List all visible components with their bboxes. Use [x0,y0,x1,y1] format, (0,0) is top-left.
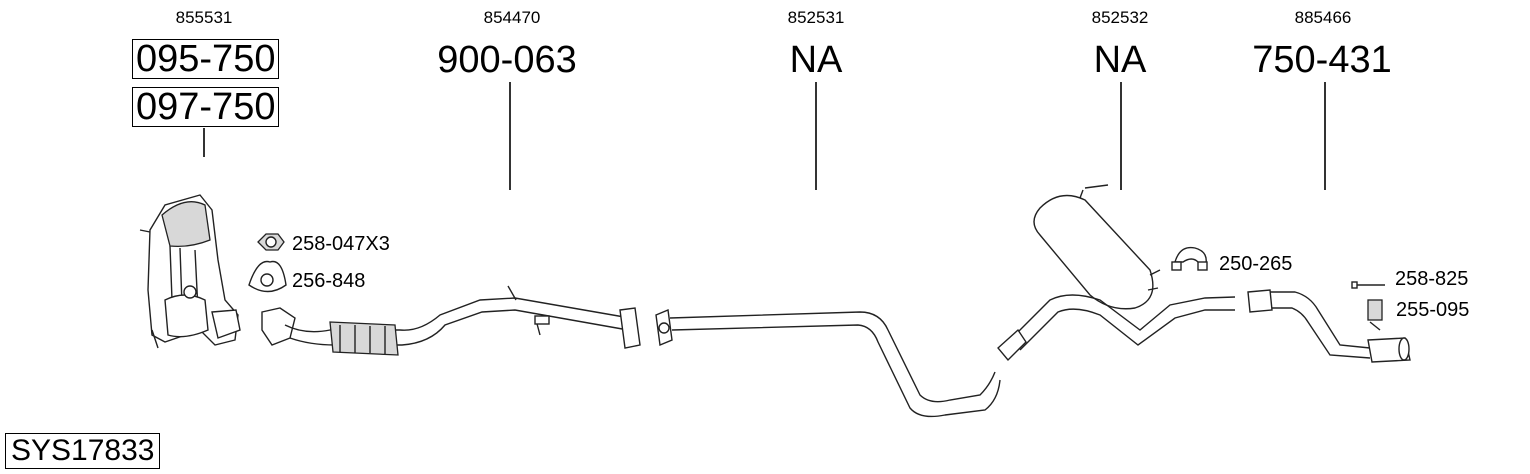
accessory-label-250-265[interactable]: 250-265 [1219,253,1293,275]
centre-pipe-part[interactable] [655,309,1001,418]
catalytic-converter-part[interactable] [139,194,241,349]
part-ref-852532: 852532 [1091,8,1149,27]
accessory-label-258-047X3[interactable]: 258-047X3 [292,233,390,255]
bolt-icon [1351,281,1385,289]
clamp-icon [1171,246,1208,271]
part-code-900-063[interactable]: 900-063 [437,39,577,81]
part-ref-855531: 855531 [175,8,233,27]
part-ref-885466: 885466 [1294,8,1352,27]
accessory-label-255-095[interactable]: 255-095 [1396,299,1470,321]
part-code-097-750[interactable]: 097-750 [132,87,280,127]
part-ref-852531: 852531 [787,8,845,27]
part-code-750-431[interactable]: 750-431 [1252,39,1392,81]
tail-pipe-part[interactable] [1247,289,1411,363]
rear-silencer-part[interactable] [997,184,1236,362]
part-code-095-750[interactable]: 095-750 [132,39,280,79]
part-ref-854470: 854470 [483,8,541,27]
part-code-na-852532[interactable]: NA [1093,39,1147,81]
accessory-label-258-825[interactable]: 258-825 [1395,268,1469,290]
accessory-label-256-848[interactable]: 256-848 [292,270,366,292]
front-pipe-part[interactable] [261,285,641,356]
part-code-na-852531[interactable]: NA [789,39,843,81]
rubber-mount-icon [1367,299,1383,331]
system-id-label: SYS17833 [5,433,161,469]
gasket-icon [248,260,287,293]
nut-icon [257,233,285,251]
